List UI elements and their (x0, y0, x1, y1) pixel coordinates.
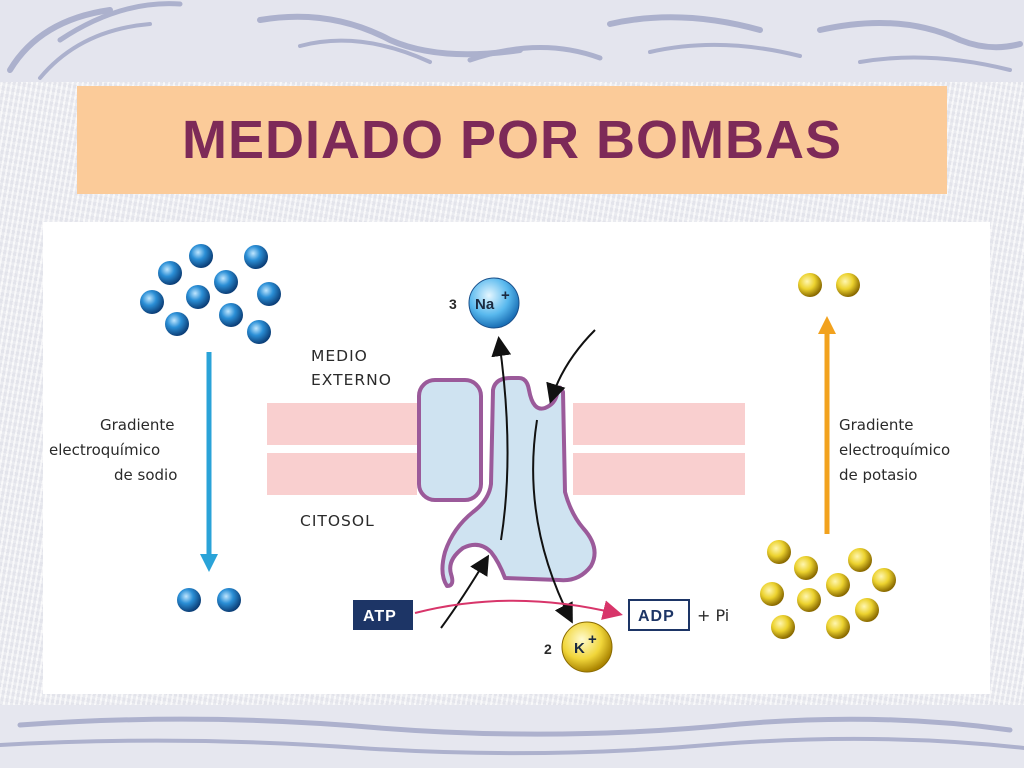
potassium-charge: + (588, 631, 597, 648)
sodium-potassium-pump (417, 376, 597, 588)
sodium-symbol: Na (475, 296, 495, 313)
phosphate-label: + Pi (697, 606, 729, 625)
potassium-count: 2 (544, 641, 552, 657)
potassium-ions-inside (760, 540, 896, 639)
atp-box: ATP (353, 600, 413, 630)
potassium-gradient-label-line2: electroquímico (839, 441, 950, 459)
sodium-gradient-label-line2: electroquímico (49, 441, 160, 459)
atp-hydrolysis-arrow (414, 599, 623, 620)
top-decorative-band (0, 0, 1024, 82)
title-banner: MEDIADO POR BOMBAS (77, 86, 947, 194)
potassium-ion-marker: 2 K + (544, 621, 613, 673)
sodium-potassium-pump-diagram: Gradiente electroquímico de sodio MEDIO … (43, 222, 990, 694)
sodium-gradient-label-line1: Gradiente (100, 416, 175, 434)
potassium-symbol: K (574, 640, 585, 657)
sodium-ion-marker: 3 Na + (449, 277, 520, 329)
sodium-gradient-arrow (200, 352, 218, 572)
medio-externo-label-line2: EXTERNO (311, 371, 392, 389)
atp-label: ATP (363, 608, 397, 625)
adp-box: ADP (628, 599, 690, 631)
transport-arrows (440, 329, 596, 629)
sodium-gradient-label-line3: de sodio (114, 466, 177, 484)
sodium-ions-inside (177, 588, 241, 612)
slide-title: MEDIADO POR BOMBAS (181, 110, 842, 170)
potassium-ions-outside (798, 273, 860, 297)
potassium-gradient-label-line3: de potasio (839, 466, 917, 484)
potassium-gradient-label-line1: Gradiente (839, 416, 914, 434)
bottom-decorative-band (0, 705, 1024, 768)
sodium-ions-outside (140, 244, 281, 344)
sodium-count: 3 (449, 296, 457, 312)
citosol-label: CITOSOL (300, 512, 375, 530)
adp-label: ADP (638, 608, 675, 625)
medio-externo-label-line1: MEDIO (311, 347, 368, 365)
sodium-charge: + (501, 287, 510, 304)
potassium-gradient-arrow (818, 316, 836, 534)
cell-membrane (267, 403, 745, 495)
